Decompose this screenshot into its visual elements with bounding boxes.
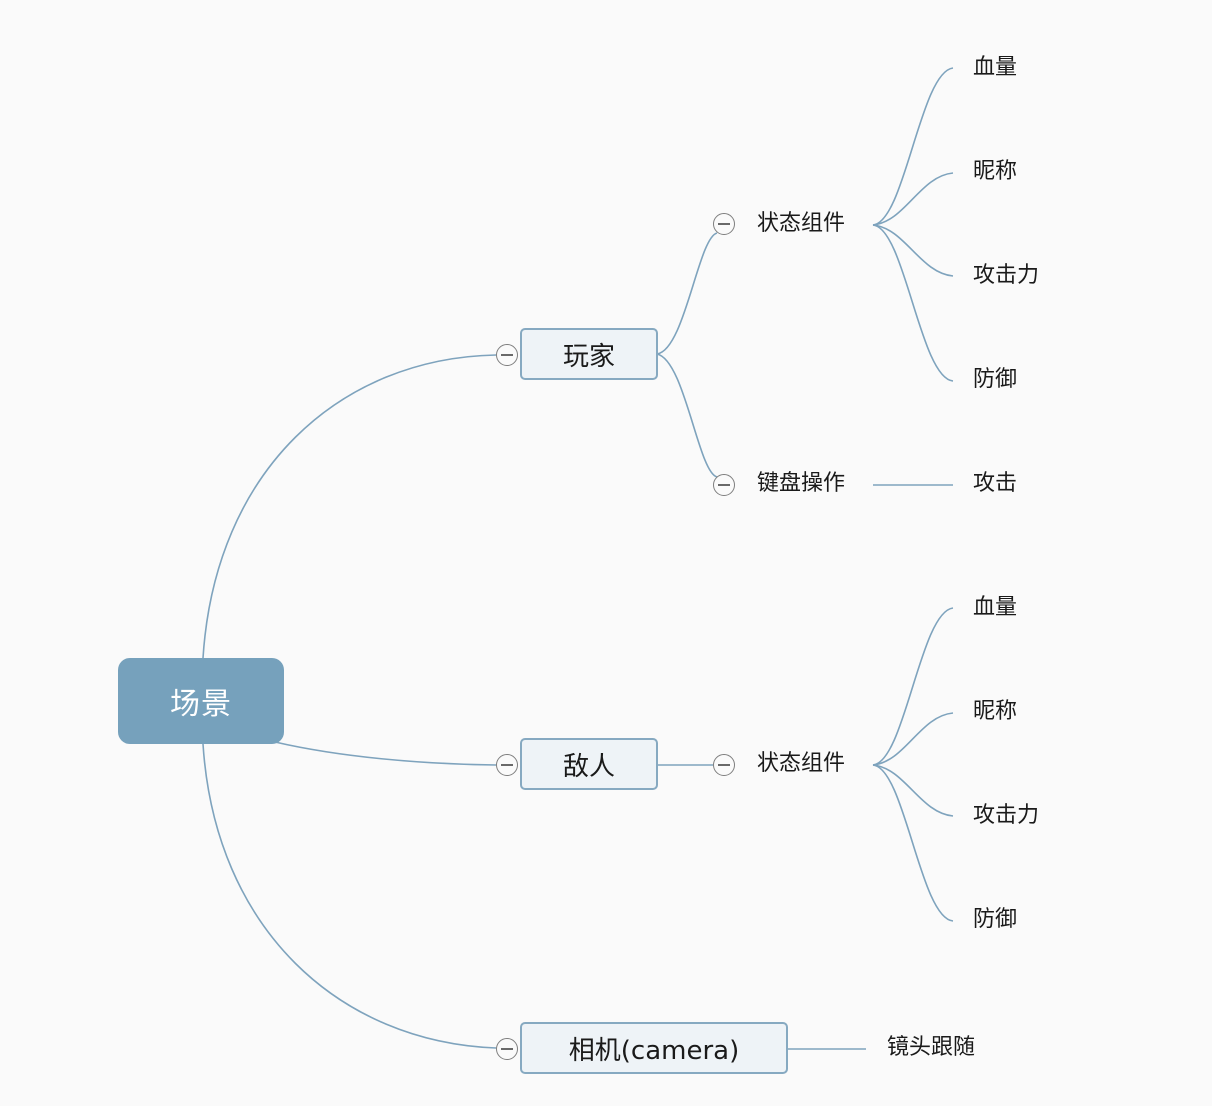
connector-root-camera <box>202 743 497 1049</box>
player-status-item-attack[interactable]: 攻击力 <box>973 263 1040 288</box>
root-node[interactable]: 场景 <box>118 658 284 744</box>
connector-enemy-status-nick <box>872 712 954 766</box>
player-status-node[interactable]: 状态组件 <box>757 211 846 236</box>
connector-player-status <box>656 232 718 355</box>
connector-player-status-nick <box>872 172 954 226</box>
camera-item-follow[interactable]: 镜头跟随 <box>887 1035 976 1060</box>
player-status-item-hp[interactable]: 血量 <box>973 55 1018 80</box>
connector-player-status-def <box>872 224 954 382</box>
enemy-status-node[interactable]: 状态组件 <box>757 751 846 776</box>
enemy-node[interactable]: 敌人 <box>520 738 658 790</box>
connector-enemy-status-def <box>872 764 954 922</box>
player-keyboard-item-attack[interactable]: 攻击 <box>973 471 1018 496</box>
camera-node[interactable]: 相机(camera) <box>520 1022 788 1074</box>
enemy-status-item-attack[interactable]: 攻击力 <box>973 803 1040 828</box>
collapse-minus-icon[interactable] <box>713 754 735 776</box>
enemy-status-item-defense[interactable]: 防御 <box>973 907 1018 932</box>
player-keyboard-node[interactable]: 键盘操作 <box>757 471 846 496</box>
collapse-minus-icon[interactable] <box>496 1038 518 1060</box>
connector-root-player <box>202 354 497 659</box>
connector-player-status-atk <box>872 224 954 277</box>
collapse-minus-icon[interactable] <box>713 474 735 496</box>
player-node[interactable]: 玩家 <box>520 328 658 380</box>
collapse-minus-icon[interactable] <box>713 213 735 235</box>
enemy-status-item-hp[interactable]: 血量 <box>973 595 1018 620</box>
connector-enemy-status-atk <box>872 764 954 817</box>
enemy-status-item-nickname[interactable]: 昵称 <box>973 699 1018 724</box>
player-status-item-nickname[interactable]: 昵称 <box>973 159 1018 184</box>
connector-enemy-status-hp <box>872 607 954 766</box>
collapse-minus-icon[interactable] <box>496 344 518 366</box>
collapse-minus-icon[interactable] <box>496 754 518 776</box>
connector-player-status-hp <box>872 67 954 226</box>
connector-root-enemy <box>274 741 497 766</box>
player-status-item-defense[interactable]: 防御 <box>973 367 1018 392</box>
connector-player-keyboard <box>656 353 718 478</box>
